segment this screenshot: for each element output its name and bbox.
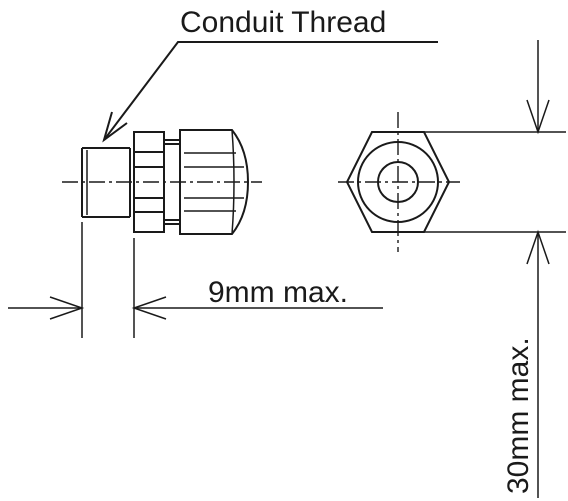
width-dimension	[424, 40, 566, 498]
conduit-thread-label: Conduit Thread	[180, 6, 386, 39]
length-dimension-label: 9mm max.	[208, 276, 348, 309]
length-dimension	[8, 222, 383, 338]
width-dimension-label: 30mm max.	[502, 337, 535, 494]
conduit-thread-leader	[102, 41, 438, 143]
